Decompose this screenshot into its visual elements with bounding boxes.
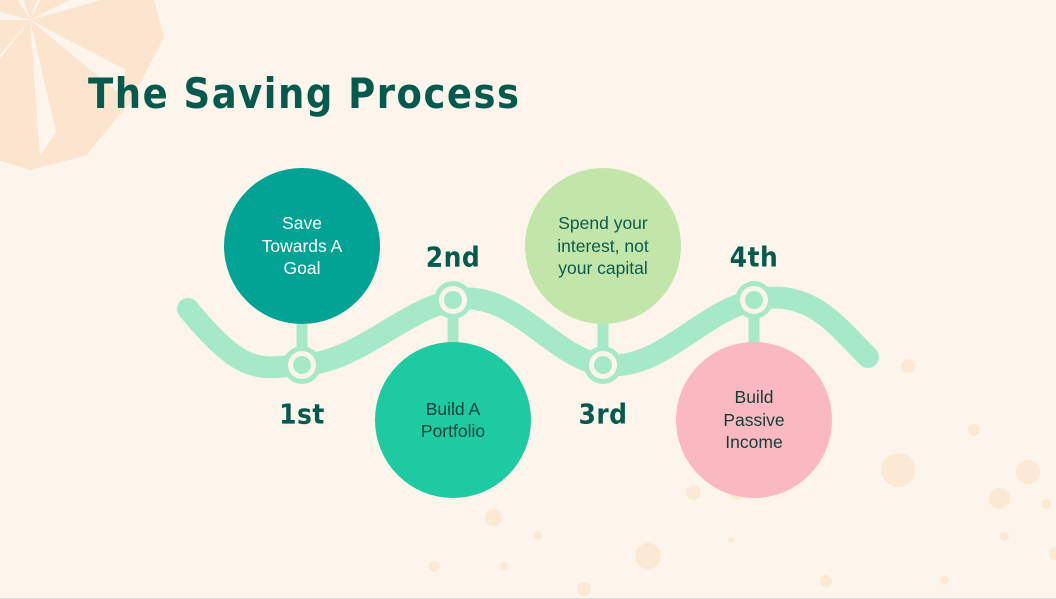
node-center-dot[interactable] (745, 291, 763, 309)
node-center-dot[interactable] (293, 356, 311, 374)
node-center-dot[interactable] (444, 291, 462, 309)
node-center-dot[interactable] (594, 356, 612, 374)
ordinal-label-3rd: 3rd (543, 398, 663, 430)
ordinal-label-2nd: 2nd (393, 241, 513, 273)
ordinal-label-4th: 4th (694, 241, 814, 273)
ordinal-label-1st: 1st (242, 398, 362, 430)
